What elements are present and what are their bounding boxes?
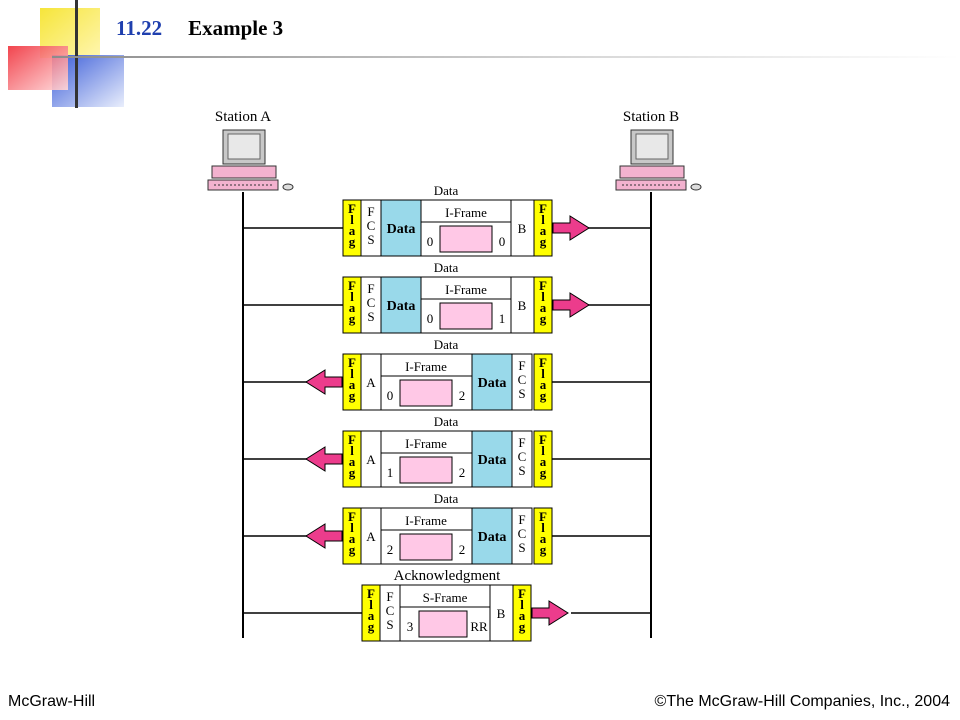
slide-heading: Example 3 — [188, 16, 284, 40]
control-left-value: 0 — [427, 234, 434, 249]
address-label: B — [497, 606, 506, 621]
frame-caption: Data — [434, 337, 459, 352]
control-payload — [399, 533, 453, 561]
frame-caption: Data — [434, 414, 459, 429]
fcs-field — [511, 353, 533, 411]
fcs-field — [511, 507, 533, 565]
control-left-value: 0 — [427, 311, 434, 326]
station-b-label: Station B — [623, 109, 679, 125]
data-label: Data — [478, 376, 507, 391]
footer-copyright: ©The McGraw-Hill Companies, Inc., 2004 — [654, 693, 950, 710]
title-rule — [52, 56, 960, 58]
control-right-value: 2 — [459, 388, 466, 403]
frame-type-label: I-Frame — [445, 205, 487, 220]
arrow-left-icon — [305, 446, 343, 472]
frame-caption: Data — [434, 491, 459, 506]
frame-caption: Acknowledgment — [394, 568, 501, 584]
control-payload — [439, 302, 493, 330]
flag-field — [533, 276, 553, 334]
control-right-value: 2 — [459, 542, 466, 557]
control-payload — [399, 379, 453, 407]
frame-type-label: I-Frame — [405, 359, 447, 374]
slide-title: 11.22 Example 3 — [116, 16, 283, 41]
corner-decoration — [8, 0, 124, 108]
control-right-value: RR — [470, 619, 488, 634]
footer-publisher: McGraw-Hill — [8, 693, 96, 710]
frame-type-label: I-Frame — [405, 513, 447, 528]
control-right-value: 0 — [499, 234, 506, 249]
address-label: A — [366, 452, 376, 467]
frame-caption: Data — [434, 183, 459, 198]
frame-type-label: I-Frame — [405, 436, 447, 451]
computer-a-icon — [207, 129, 294, 191]
data-label: Data — [387, 222, 416, 237]
fcs-field — [511, 430, 533, 488]
computer-b-icon — [615, 129, 702, 191]
control-right-value: 2 — [459, 465, 466, 480]
frame-type-label: S-Frame — [423, 590, 468, 605]
arrow-right-icon — [531, 600, 569, 626]
flag-field — [533, 507, 553, 565]
frame-caption: Data — [434, 260, 459, 275]
station-a-label: Station A — [215, 109, 271, 125]
arrow-left-icon — [305, 523, 343, 549]
frame-type-label: I-Frame — [445, 282, 487, 297]
control-payload — [439, 225, 493, 253]
flag-field — [533, 353, 553, 411]
data-label: Data — [478, 530, 507, 545]
address-label: B — [518, 221, 527, 236]
flag-field — [533, 199, 553, 257]
flag-field — [533, 430, 553, 488]
control-right-value: 1 — [499, 311, 506, 326]
data-label: Data — [387, 299, 416, 314]
control-left-value: 0 — [387, 388, 394, 403]
control-left-value: 1 — [387, 465, 394, 480]
control-payload — [399, 456, 453, 484]
arrow-right-icon — [552, 292, 590, 318]
control-left-value: 3 — [407, 619, 414, 634]
arrow-left-icon — [305, 369, 343, 395]
arrow-right-icon — [552, 215, 590, 241]
flag-field — [512, 584, 532, 642]
data-field — [471, 353, 513, 411]
data-field — [380, 199, 422, 257]
data-label: Data — [478, 453, 507, 468]
address-label: B — [518, 298, 527, 313]
data-field — [471, 507, 513, 565]
control-left-value: 2 — [387, 542, 394, 557]
address-label: A — [366, 529, 376, 544]
control-payload — [418, 610, 468, 638]
data-field — [380, 276, 422, 334]
slide-number: 11.22 — [116, 16, 163, 40]
address-label: A — [366, 375, 376, 390]
